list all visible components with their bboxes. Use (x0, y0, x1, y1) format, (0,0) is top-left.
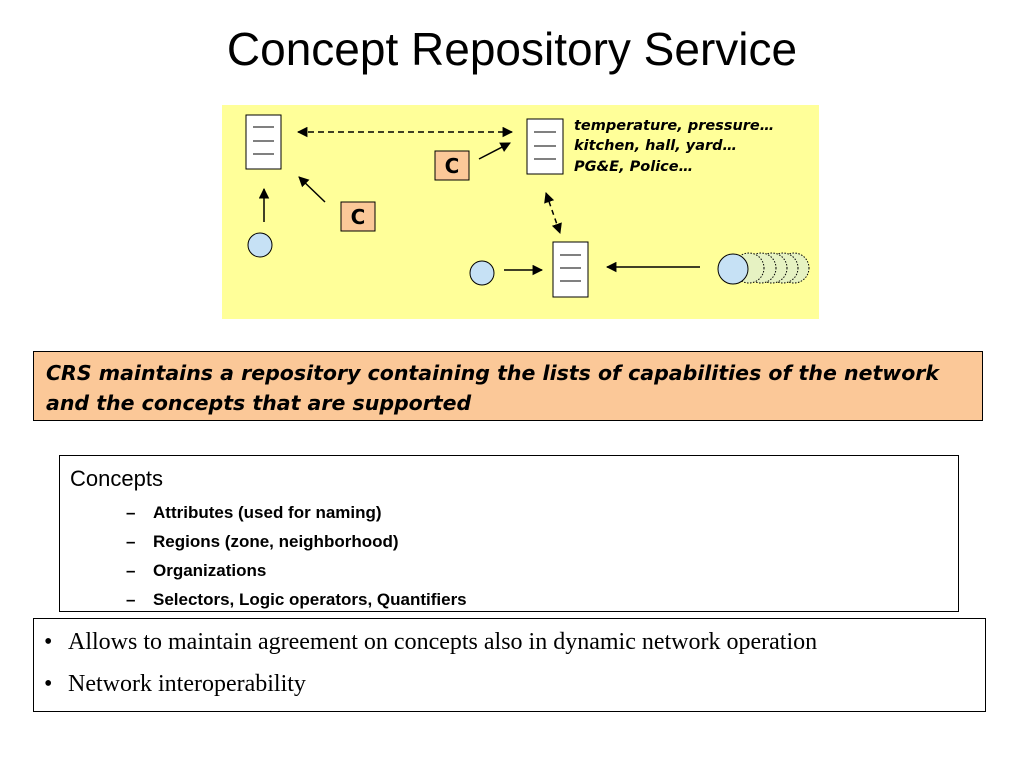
concept-item-text: Selectors, Logic operators, Quantifiers (153, 590, 467, 609)
concept-box-upper (434, 150, 470, 181)
annotation-line-2: kitchen, hall, yard… (574, 138, 737, 154)
arrow-concept-to-doc-right (478, 142, 511, 160)
concept-box-lower (340, 201, 376, 232)
dash-bullet: – (126, 590, 136, 609)
dashed-link-vertical (544, 192, 562, 234)
annotation-line-1: temperature, pressure… (574, 118, 774, 134)
dash-bullet: – (126, 532, 136, 551)
dash-bullet: – (126, 561, 136, 580)
slide-title: Concept Repository Service (226, 23, 798, 75)
concept-label-lower: C (351, 205, 366, 229)
concept-item-text: Organizations (153, 561, 267, 580)
annotation-line-3: PG&E, Police… (574, 159, 693, 175)
bullet-dot: • (44, 671, 53, 697)
callout-text: CRS maintains a repository containing th… (46, 361, 940, 415)
note-item-text: Allows to maintain agreement on concepts… (68, 629, 818, 655)
concept-item-text: Attributes (used for naming) (153, 503, 382, 522)
concept-item-text: Regions (zone, neighborhood) (153, 532, 399, 551)
network-node-middle (469, 260, 495, 286)
concepts-heading: Concepts (70, 466, 163, 491)
concepts-box: Concepts –Attributes (used for naming) –… (59, 455, 959, 612)
crs-callout: CRS maintains a repository containing th… (33, 351, 983, 421)
network-node-left (247, 232, 273, 258)
document-icon-top-left (245, 114, 282, 170)
dash-bullet: – (126, 503, 136, 522)
note-item-text: Network interoperability (68, 671, 306, 697)
diagram-background (222, 105, 819, 319)
arrow-concept-to-doc-left (298, 176, 326, 203)
network-node-cluster (717, 252, 810, 285)
document-icon-top-right (526, 118, 564, 175)
concept-label-upper: C (445, 154, 460, 178)
crs-diagram: C C temperature, pressure… kitchen, hall… (222, 105, 819, 319)
document-icon-bottom (552, 241, 589, 298)
bullet-dot: • (44, 629, 53, 655)
notes-box: • Allows to maintain agreement on concept… (33, 618, 986, 712)
